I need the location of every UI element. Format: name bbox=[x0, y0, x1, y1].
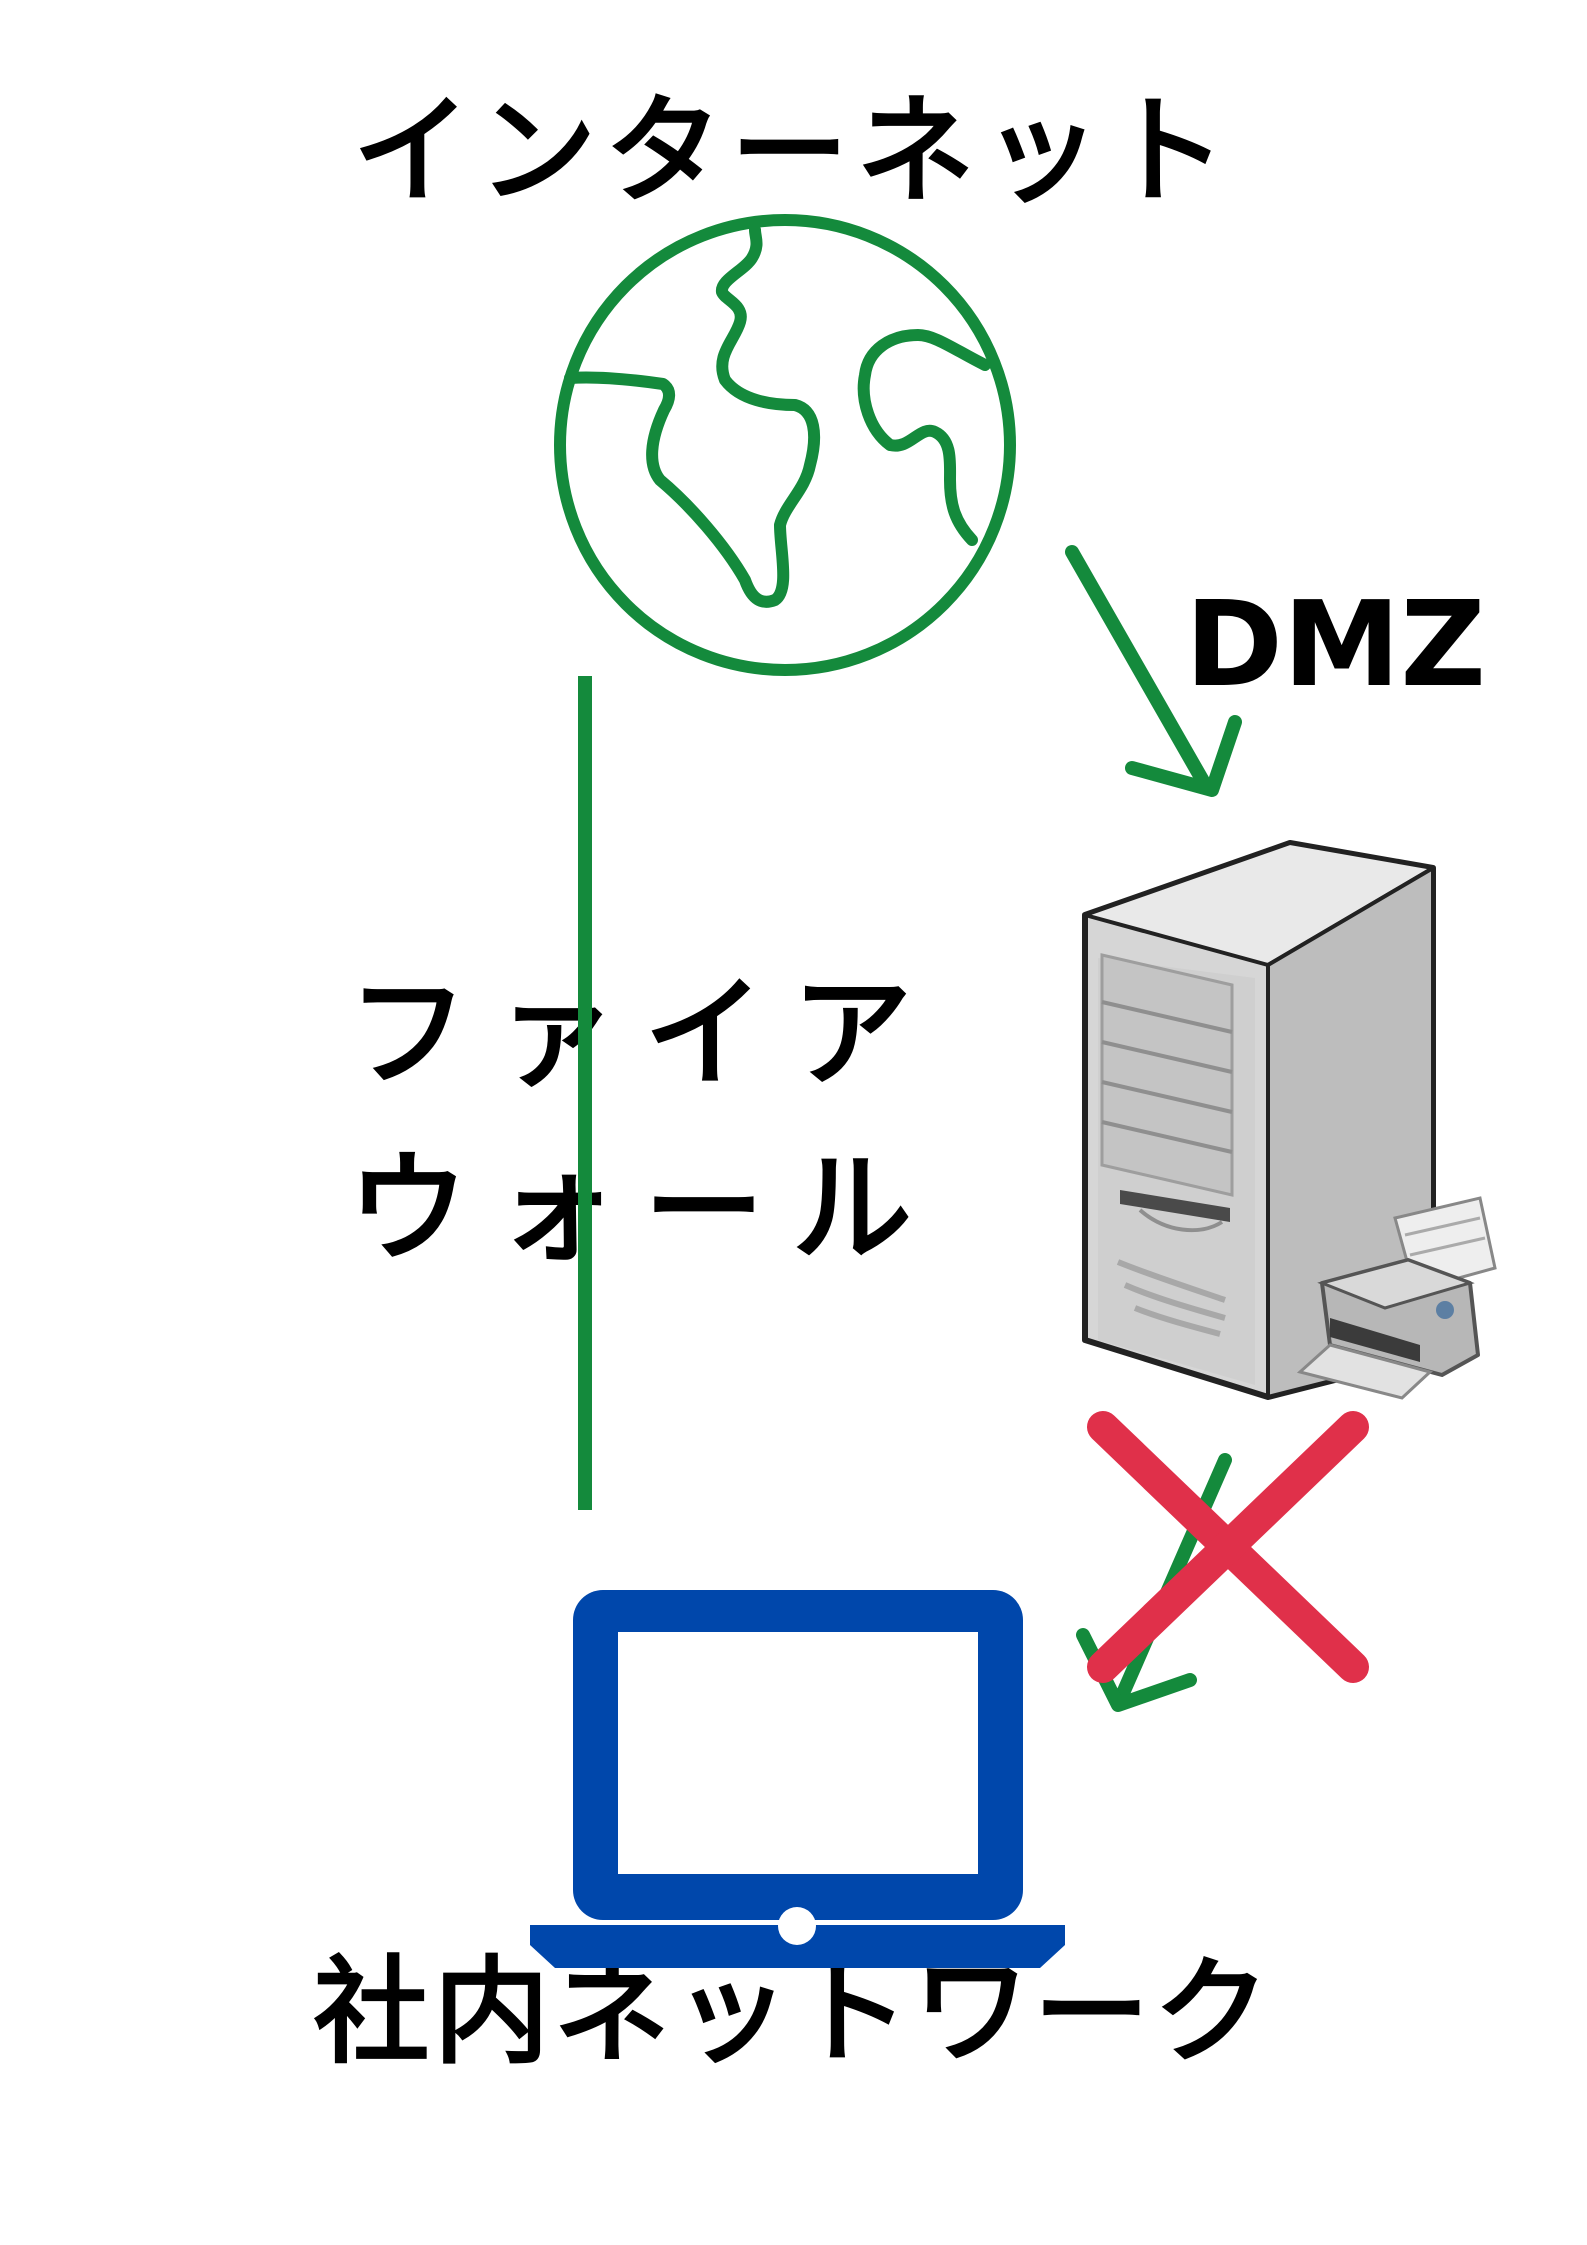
blocked-cross-icon bbox=[1087, 1411, 1369, 1683]
server-tower-icon bbox=[1082, 840, 1436, 1400]
scanner-icon bbox=[1296, 1196, 1497, 1400]
firewall-label-line1: ファイア bbox=[348, 965, 940, 1104]
firewall-label-line2: ウォール bbox=[348, 1140, 940, 1279]
laptop-icon bbox=[530, 1590, 1065, 1968]
internet-label: インターネット bbox=[352, 82, 1235, 220]
dmz-label: DMZ bbox=[1185, 575, 1486, 713]
internal-network-label: 社内ネットワーク bbox=[313, 1945, 1274, 2080]
internet-to-dmz-arrow bbox=[1065, 545, 1242, 797]
globe-icon bbox=[554, 214, 1016, 676]
